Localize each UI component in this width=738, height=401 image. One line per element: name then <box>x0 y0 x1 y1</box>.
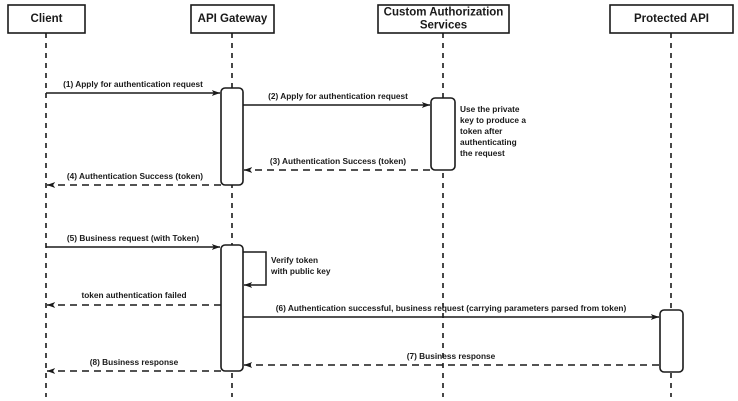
note-text-line: authenticating <box>460 137 517 147</box>
note-text-line: Use the private <box>460 104 520 114</box>
self-message-arrow <box>243 251 267 288</box>
message-7: (7) Business response <box>243 351 659 368</box>
message-2: (2) Apply for authentication request <box>243 91 431 108</box>
message-token-auth-failed: token authentication failed <box>46 290 221 308</box>
participant-api-gateway[interactable]: API Gateway <box>190 4 275 34</box>
message-label: (1) Apply for authentication request <box>63 79 203 89</box>
self-message-label-line: Verify token <box>271 255 318 265</box>
message-label: token authentication failed <box>81 290 186 300</box>
message-label: (4) Authentication Success (token) <box>67 171 203 181</box>
message-label: (7) Business response <box>407 351 496 361</box>
participant-box[interactable] <box>190 4 275 34</box>
message-label: (2) Apply for authentication request <box>268 91 408 101</box>
message-8: (8) Business response <box>46 357 221 374</box>
note-text-line: the request <box>460 148 505 158</box>
activation-bar-papi-business <box>659 309 684 373</box>
activations-layer <box>220 87 684 373</box>
participant-label: Custom Authorization <box>384 7 504 19</box>
message-label: (6) Authentication successful, business … <box>276 303 627 313</box>
participant-label: Protected API <box>634 13 709 25</box>
message-label: (5) Business request (with Token) <box>67 233 199 243</box>
message-5: (5) Business request (with Token) <box>46 233 221 250</box>
participant-label: API Gateway <box>198 13 268 25</box>
activation-bar-gw-auth <box>220 87 244 186</box>
self-message-label-line: with public key <box>270 266 331 276</box>
message-6: (6) Authentication successful, business … <box>243 303 660 320</box>
message-4: (4) Authentication Success (token) <box>46 171 221 188</box>
message-label: (8) Business response <box>90 357 179 367</box>
participant-label: Client <box>31 13 63 25</box>
message-1: (1) Apply for authentication request <box>46 79 221 96</box>
messages-layer: (1) Apply for authentication request (2) … <box>46 79 660 374</box>
note-text-line: key to produce a <box>460 115 526 125</box>
participant-label: Services <box>420 20 467 32</box>
activation-bar-cas-auth <box>430 97 456 171</box>
participant-box[interactable] <box>7 4 86 34</box>
message-label: (3) Authentication Success (token) <box>270 156 406 166</box>
participant-box[interactable] <box>609 4 734 34</box>
message-3: (3) Authentication Success (token) <box>243 156 430 173</box>
participant-client[interactable]: Client <box>7 4 86 34</box>
participant-box[interactable] <box>377 4 510 34</box>
participant-headers-layer: Client API Gateway Custom AuthorizationSer… <box>7 4 734 34</box>
note-text-line: token after <box>460 126 503 136</box>
participant-protected-api[interactable]: Protected API <box>609 4 734 34</box>
activation-bar-gw-business <box>220 244 244 372</box>
